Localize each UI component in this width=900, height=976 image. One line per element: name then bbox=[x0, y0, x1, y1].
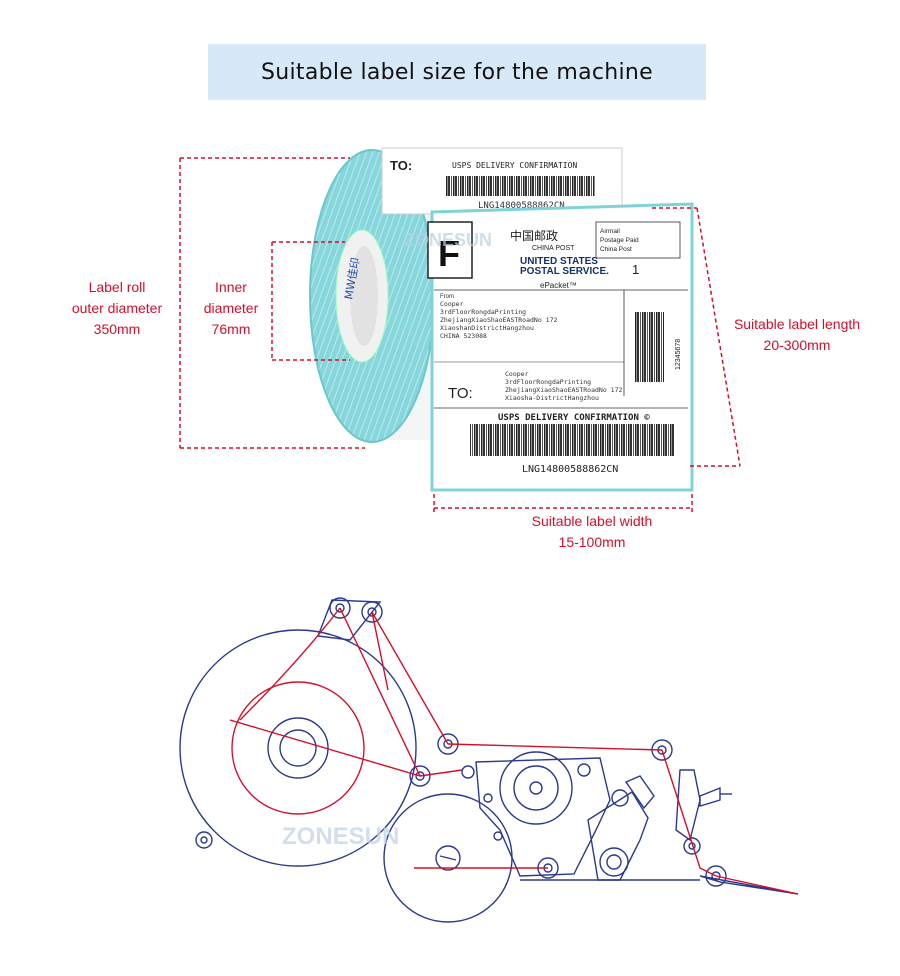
side-barcode bbox=[634, 312, 664, 382]
outer-line1: Label roll bbox=[88, 279, 146, 295]
usps-bottom: USPS DELIVERY CONFIRMATION © bbox=[498, 413, 650, 423]
label-roll-illustration: MW佳印 TO: USPS DELIVERY CONFIRMATION LNG1… bbox=[179, 147, 741, 512]
china-post-cn: 中国邮政 bbox=[510, 228, 558, 243]
inner-diameter-label: Inner diameter 76mm bbox=[188, 277, 274, 340]
page-title: Suitable label size for the machine bbox=[261, 59, 653, 85]
photo-watermark: ZONESUN bbox=[404, 230, 492, 250]
count: 1 bbox=[632, 262, 639, 277]
airmail-3: China Post bbox=[600, 246, 632, 253]
machine-outline bbox=[179, 597, 799, 923]
title-banner: Suitable label size for the machine bbox=[208, 44, 706, 100]
top-usps-text: USPS DELIVERY CONFIRMATION bbox=[452, 161, 577, 170]
to-text: TO: bbox=[448, 385, 473, 402]
drawing-watermark: ZONESUN bbox=[282, 823, 399, 850]
width-line1: Suitable label width bbox=[531, 513, 653, 529]
f-mark: F bbox=[438, 233, 460, 274]
top-to-text: TO: bbox=[390, 158, 412, 173]
inner-line3: 76mm bbox=[211, 321, 251, 337]
inner-line2: diameter bbox=[203, 300, 259, 316]
usps-2: POSTAL SERVICE. bbox=[520, 266, 609, 277]
recv-3: ZhejiangXiaoShaoEASTRoadNo 172 bbox=[505, 386, 622, 394]
top-barcode bbox=[445, 176, 595, 196]
width-line2: 15-100mm bbox=[558, 534, 626, 550]
sender-4: XiaoshanDistrictHangzhou bbox=[440, 324, 534, 332]
inner-line1: Inner bbox=[215, 279, 247, 295]
length-line2: 20-300mm bbox=[763, 337, 831, 353]
from-label: From bbox=[440, 294, 454, 300]
outer-diameter-label: Label roll outer diameter 350mm bbox=[56, 277, 178, 340]
airmail-1: Airmail bbox=[600, 228, 620, 235]
sender-1: Cooper bbox=[440, 300, 464, 308]
recv-2: 3rdFloorRongdaPrinting bbox=[505, 378, 591, 386]
length-line1: Suitable label length bbox=[733, 316, 861, 332]
recv-4: Xiaosha-DistrictHangzhou bbox=[505, 394, 599, 402]
shipping-label bbox=[430, 202, 694, 492]
china-post-en: CHINA POST bbox=[532, 245, 575, 252]
recv-1: Cooper bbox=[505, 370, 529, 378]
top-tracking: LNG14800588862CN bbox=[478, 201, 565, 211]
usps-1: UNITED STATES bbox=[520, 256, 598, 267]
sender-5: CHINA 523088 bbox=[440, 332, 487, 340]
label-length-label: Suitable label length 20-300mm bbox=[722, 314, 872, 356]
sender-2: 3rdFloorRongdaPrinting bbox=[440, 308, 526, 316]
dimension-lines bbox=[179, 157, 741, 512]
label-web-path bbox=[229, 607, 799, 895]
label-width-label: Suitable label width 15-100mm bbox=[508, 511, 676, 553]
side-num: 12345678 bbox=[675, 339, 682, 370]
bottom-barcode bbox=[470, 424, 674, 456]
sender-3: ZhejiangXiaoShaoEASTRoadNo 172 bbox=[440, 316, 557, 324]
bottom-tracking: LNG14800588862CN bbox=[522, 464, 618, 475]
epacket: ePacket™ bbox=[540, 281, 577, 290]
outer-line3: 350mm bbox=[93, 321, 141, 337]
outer-line2: outer diameter bbox=[71, 300, 163, 316]
airmail-2: Postage Paid bbox=[600, 237, 639, 244]
